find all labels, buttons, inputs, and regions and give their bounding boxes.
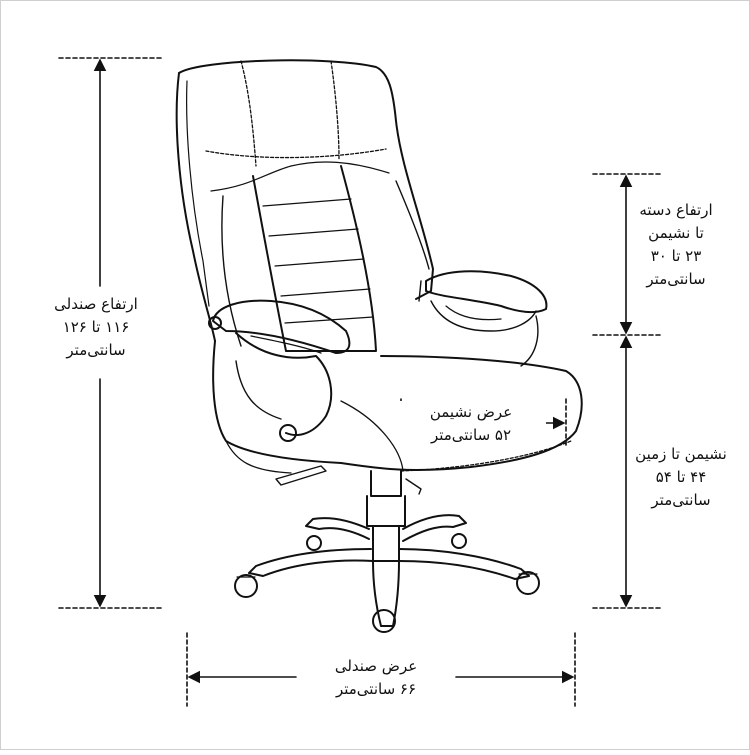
armrest-height-label: ارتفاع دسته تا نشیمن ۲۳ تا ۳۰ سانتی‌متر xyxy=(621,199,731,291)
armrest-height-subtitle: تا نشیمن xyxy=(648,224,704,242)
seat-to-floor-range: ۴۴ تا ۵۴ xyxy=(655,468,707,486)
gas-cylinder xyxy=(275,465,422,562)
overall-height-range: ۱۱۶ تا ۱۲۶ xyxy=(62,318,130,336)
chair-width-label: عرض صندلی ۶۶ سانتی‌متر xyxy=(301,655,451,701)
armrest-height-unit: سانتی‌متر xyxy=(646,270,706,288)
seat xyxy=(212,340,583,474)
overall-height-title: ارتفاع صندلی xyxy=(54,295,138,313)
seat-to-floor-label: نشیمن تا زمین ۴۴ تا ۵۴ سانتی‌متر xyxy=(619,443,743,512)
overall-height-unit: سانتی‌متر xyxy=(66,341,126,359)
dimension-lines xyxy=(58,57,662,707)
seat-width-title: عرض نشیمن xyxy=(429,403,513,421)
seat-width-label: عرض نشیمن ۵۲ سانتی‌متر xyxy=(396,401,546,447)
seat-to-floor-unit: سانتی‌متر xyxy=(651,491,711,509)
seat-width-value: ۵۲ سانتی‌متر xyxy=(430,426,512,444)
seat-to-floor-title: نشیمن تا زمین xyxy=(635,445,727,463)
overall-height-label: ارتفاع صندلی ۱۱۶ تا ۱۲۶ سانتی‌متر xyxy=(31,293,161,362)
right-armrest xyxy=(418,270,548,367)
chair-width-value: ۶۶ سانتی‌متر xyxy=(335,680,417,698)
armrest-height-title: ارتفاع دسته xyxy=(639,201,713,219)
armrest-height-range: ۲۳ تا ۳۰ xyxy=(650,247,702,265)
left-armrest xyxy=(208,299,351,442)
star-base xyxy=(234,514,540,633)
backrest xyxy=(175,59,434,352)
chair-width-title: عرض صندلی xyxy=(334,657,418,675)
